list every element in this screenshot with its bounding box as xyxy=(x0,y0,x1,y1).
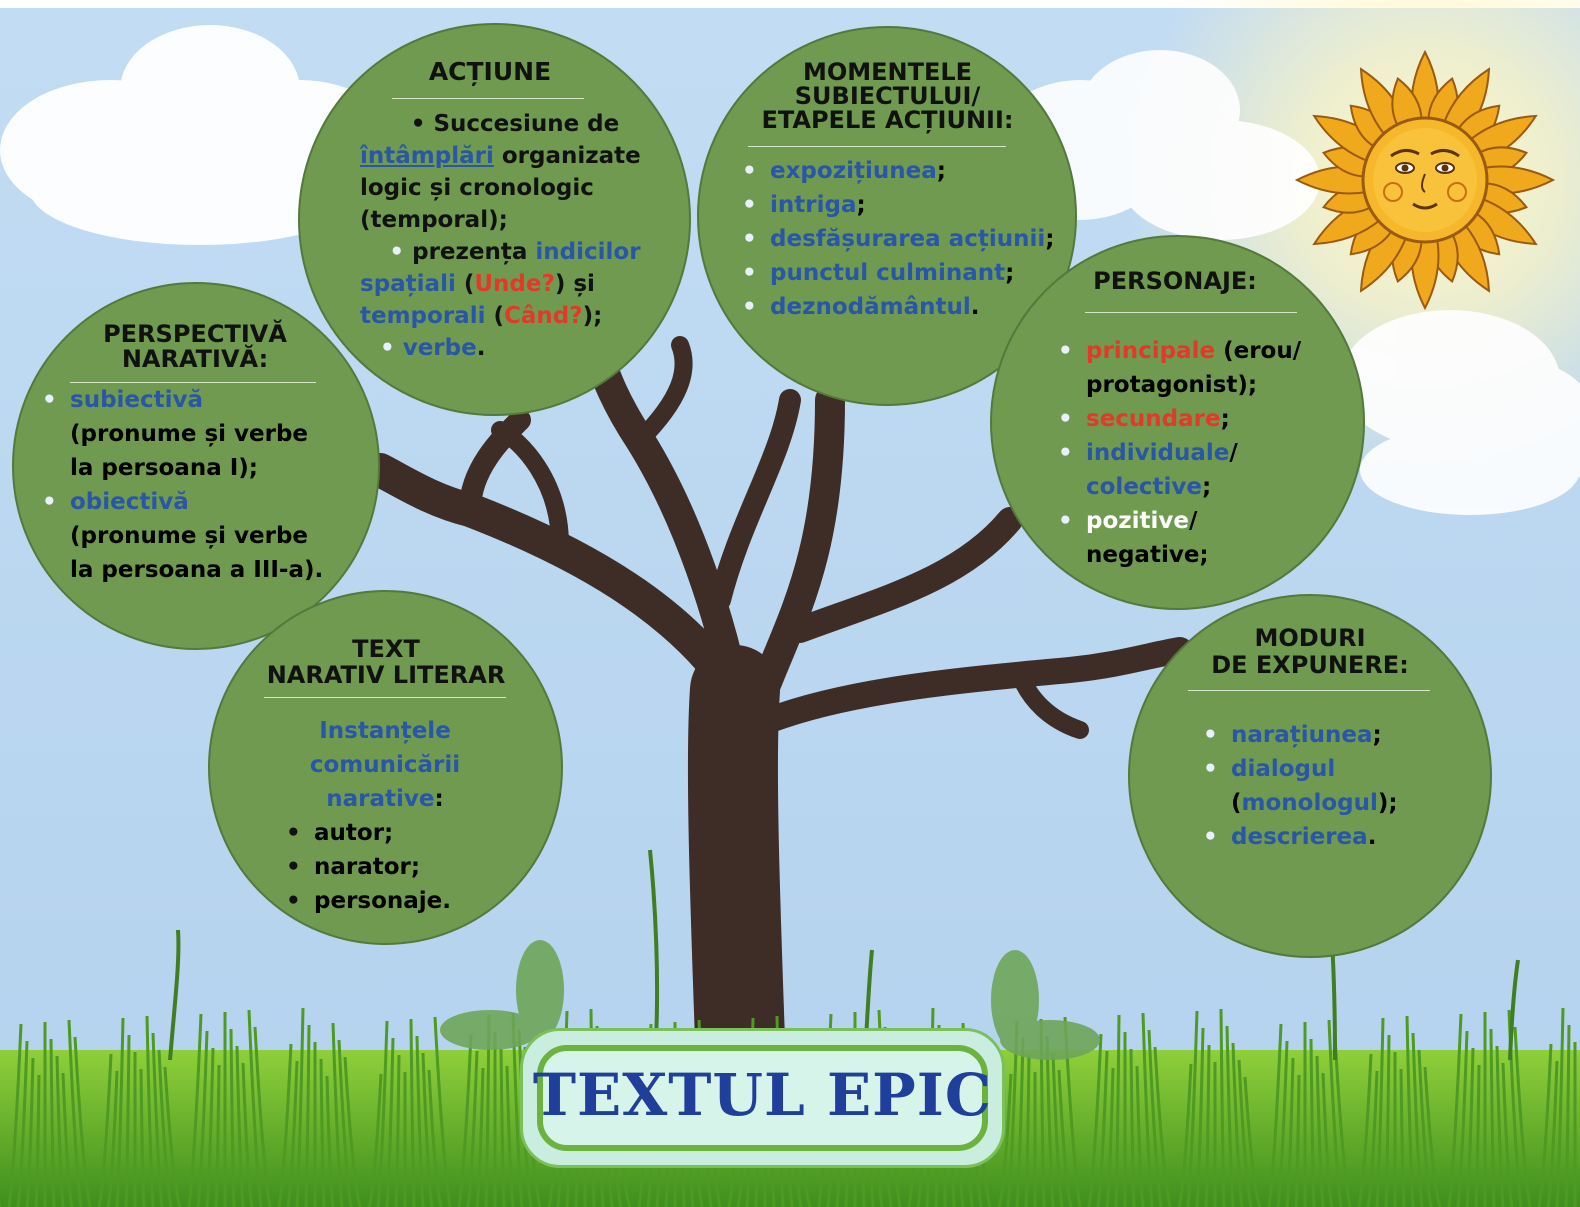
tree xyxy=(363,335,1193,1085)
actiune-content: • Succesiune de întâmplări organizate lo… xyxy=(360,111,641,361)
list-item: punctul culminant; xyxy=(742,256,1072,290)
list-item: narator; xyxy=(286,850,506,884)
personaje-title: PERSONAJE: xyxy=(1093,267,1257,295)
list-item: individuale/ colective; xyxy=(1058,436,1358,504)
main-title: TEXTUL EPIC xyxy=(532,1061,993,1129)
perspectiva-title: PERSPECTIVĂ NARATIVĂ: xyxy=(103,320,287,373)
list-item: principale (erou/ protagonist); xyxy=(1058,334,1358,402)
momente-title: MOMENTELE SUBIECTULUI/ ETAPELE ACȚIUNII: xyxy=(761,58,1014,134)
momente-list: expozițiunea; intriga; desfășurarea acți… xyxy=(742,154,1072,324)
sun-icon xyxy=(1294,49,1556,311)
list-item: descrierea. xyxy=(1203,820,1463,854)
list-item: personaje. xyxy=(286,884,506,918)
list-item: pozitive/ negative; xyxy=(1058,504,1358,572)
actiune-title: ACȚIUNE xyxy=(428,57,552,86)
cloud-right xyxy=(1340,310,1580,515)
actiune-circle xyxy=(298,23,691,416)
text-narativ-list: autor; narator; personaje. xyxy=(286,816,506,918)
personaje-list: principale (erou/ protagonist); secundar… xyxy=(1058,334,1358,572)
list-item: autor; xyxy=(286,816,506,850)
perspectiva-list: subiectivă (pronume și verbe la persoana… xyxy=(42,383,362,587)
list-item: intriga; xyxy=(742,188,1072,222)
moduri-list: narațiunea; dialogul (monologul); descri… xyxy=(1203,718,1463,854)
text-narativ-subtitle: Instanțele comunicării narative: xyxy=(309,718,461,812)
list-item: dialogul (monologul); xyxy=(1203,752,1463,820)
text-narativ-title: TEXT NARATIV LITERAR xyxy=(266,635,506,689)
list-item: obiectivă (pronume și verbe la persoana … xyxy=(42,485,362,587)
list-item: desfășurarea acțiunii; xyxy=(742,222,1072,256)
moduri-title: MODURI DE EXPUNERE: xyxy=(1211,624,1409,679)
intamplari-link: întâmplări xyxy=(360,143,494,169)
list-item: expozițiunea; xyxy=(742,154,1072,188)
list-item: narațiunea; xyxy=(1203,718,1463,752)
list-item: deznodământul. xyxy=(742,290,1072,324)
list-item: secundare; xyxy=(1058,402,1358,436)
main-title-box: TEXTUL EPIC xyxy=(520,1028,1005,1168)
list-item: subiectivă (pronume și verbe la persoana… xyxy=(42,383,362,485)
